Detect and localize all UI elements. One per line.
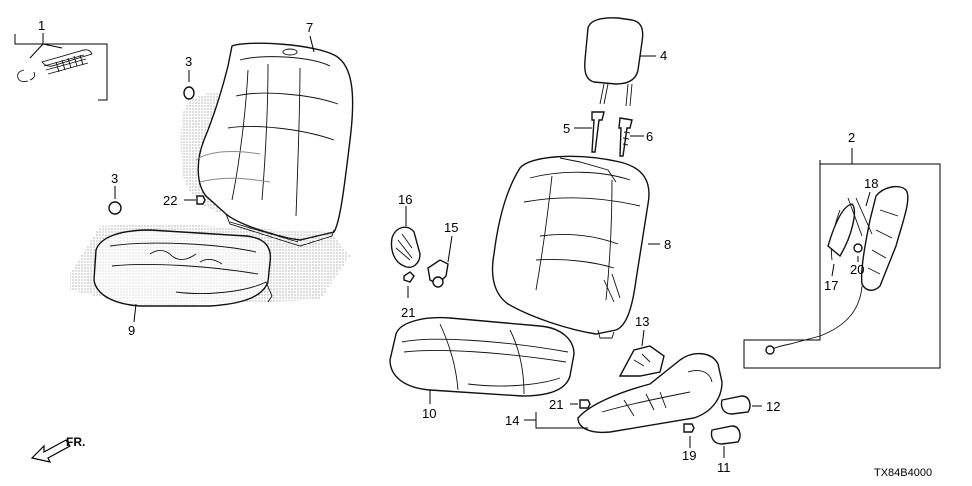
seat-back-cover-part-8 [491,155,660,339]
headrest-guide-part-6 [618,117,644,157]
bracket-part-13 [618,329,665,377]
clip-part-3-upper [183,86,195,100]
callout-21-upper: 21 [401,305,415,320]
seat-cushion-cover-part-10 [389,316,575,404]
clip-part-22 [184,195,206,205]
callout-6: 6 [646,129,653,144]
callout-11: 11 [717,460,731,475]
callout-13: 13 [635,314,649,329]
cover-part-12 [720,395,762,415]
side-trim-part-14 [524,353,723,434]
recliner-cover-part-16 [390,206,421,268]
callout-22: 22 [163,193,177,208]
recliner-knob-part-15 [427,235,453,288]
side-airbag-part-2 [743,148,941,369]
diagram-code: TX84B4000 [874,467,932,479]
callout-18: 18 [864,176,878,191]
callout-1: 1 [38,18,45,33]
cushion-pad-part-9 [70,224,350,323]
direction-label: FR. [66,435,85,449]
callout-3-lower: 3 [111,171,118,186]
callout-20: 20 [850,262,864,277]
callout-5: 5 [563,121,570,136]
callout-15: 15 [444,220,458,235]
callout-19: 19 [682,448,696,463]
callout-2: 2 [848,130,855,145]
clip-set-part-1 [14,33,108,101]
clip-part-19 [683,423,695,448]
callout-10: 10 [422,406,436,421]
callout-7: 7 [306,20,313,35]
callout-16: 16 [398,192,412,207]
callout-4: 4 [660,48,667,63]
front-direction-arrow: FR. [30,435,85,463]
callout-21-lower: 21 [549,397,563,412]
cover-part-11 [710,425,741,458]
headrest-guide-part-5 [574,111,605,153]
clip-part-3-lower [108,201,122,215]
callout-14: 14 [505,413,519,428]
callout-8: 8 [664,237,671,252]
callout-9: 9 [128,323,135,338]
callout-17: 17 [824,278,838,293]
callout-12: 12 [766,399,780,414]
callout-3-upper: 3 [185,54,192,69]
screw-part-21-upper [403,271,415,298]
callout-labels: 1 2 3 3 4 5 6 7 8 9 10 11 12 13 14 15 16… [38,18,878,475]
seat-back-frame [180,35,354,247]
screw-part-21-lower [570,399,591,409]
headrest-part-4 [584,17,656,107]
